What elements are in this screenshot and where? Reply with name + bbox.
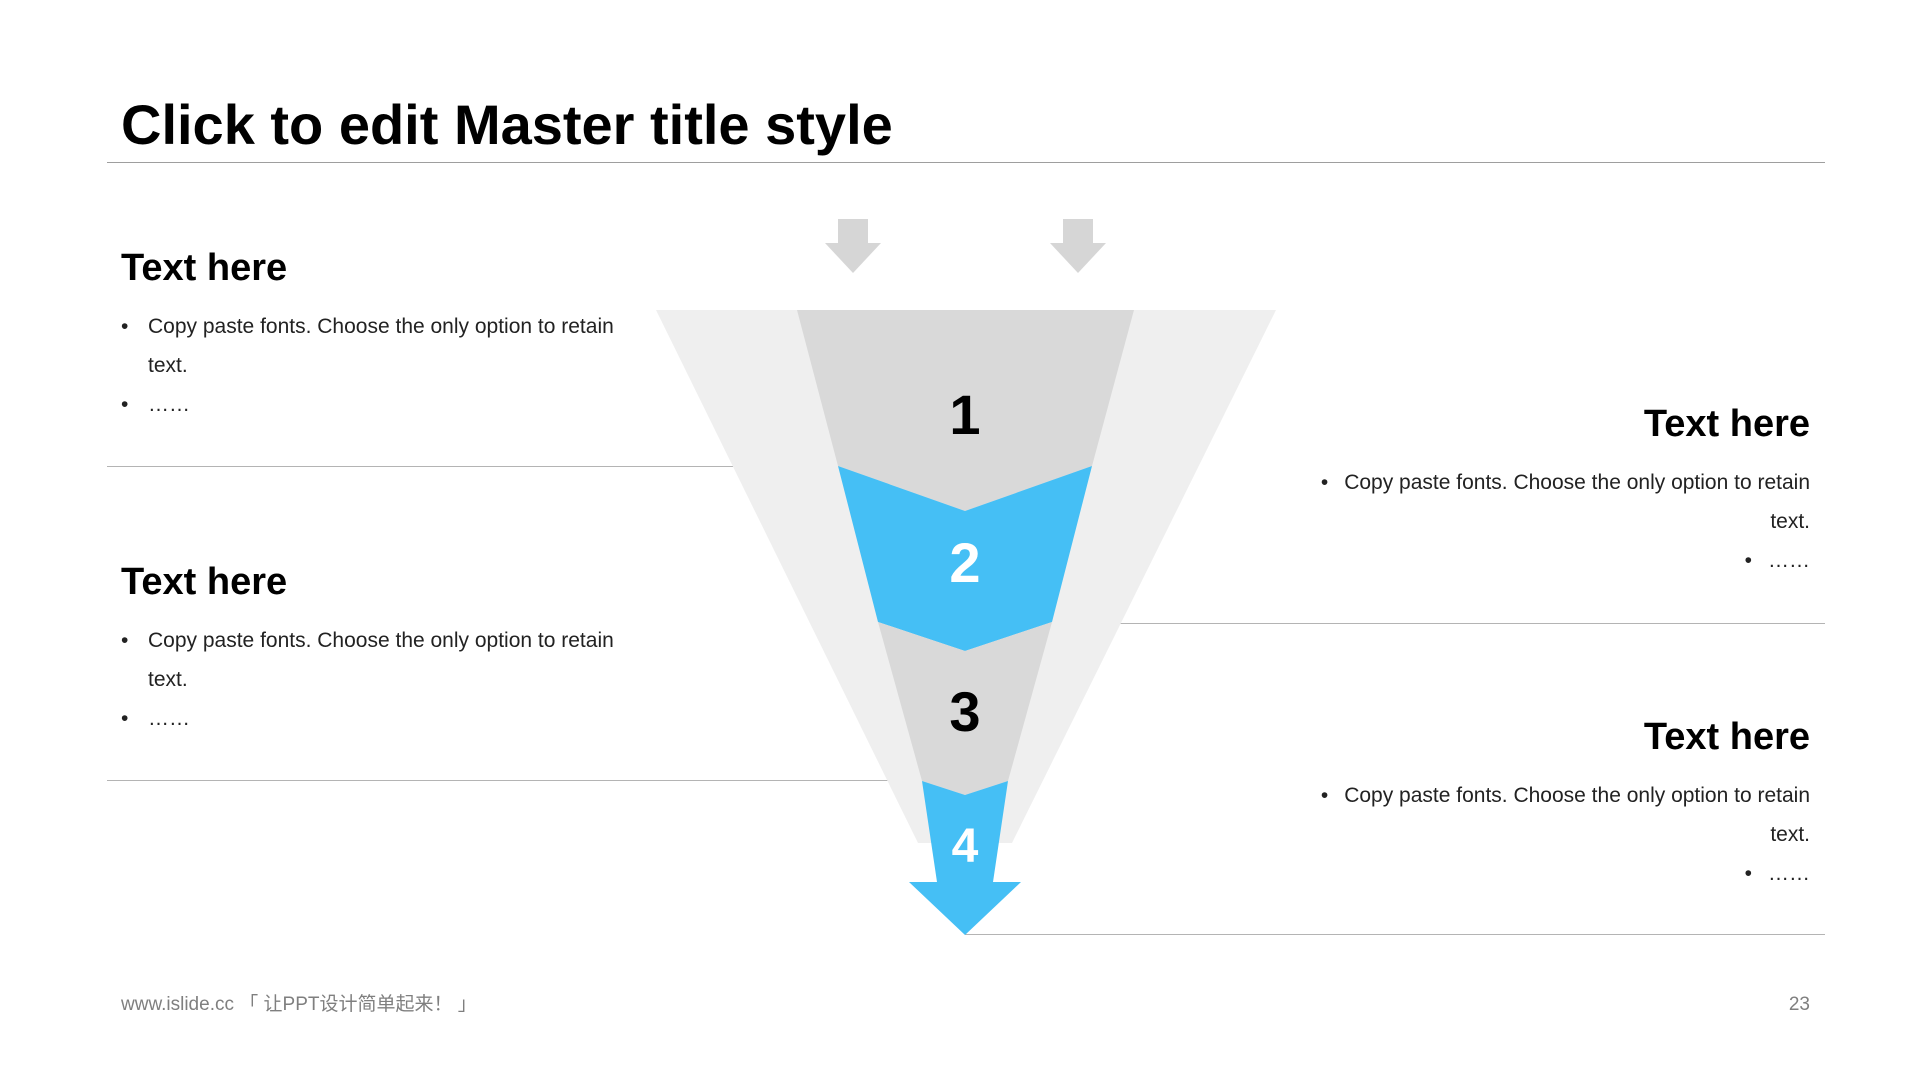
list-item-text: …… <box>148 393 190 416</box>
list-item-text: Copy paste fonts. Choose the only option… <box>148 629 614 691</box>
block-heading[interactable]: Text here <box>121 247 288 289</box>
list-item-text: …… <box>1768 862 1810 885</box>
bullet-dot-icon: • <box>1320 784 1329 807</box>
text-block-right-2: Text here • Copy paste fonts. Choose the … <box>1310 714 1810 893</box>
funnel-level-1-number: 1 <box>949 383 980 446</box>
bullet-dot-icon: • <box>121 629 129 652</box>
footer-text: www.islide.cc 「 让PPT设计简单起来！ 」 <box>121 994 477 1015</box>
bullet-dot-icon: • <box>121 707 129 730</box>
list-item[interactable]: • Copy paste fonts. Choose the only optio… <box>1310 463 1810 541</box>
arrow-down-icon <box>1050 219 1106 273</box>
slide-title[interactable]: Click to edit Master title style <box>121 93 893 156</box>
list-item[interactable]: • …… <box>1310 541 1810 580</box>
text-block-right-1: Text here • Copy paste fonts. Choose the … <box>1310 401 1810 580</box>
list-item-text: …… <box>148 707 190 730</box>
list-item-text: Copy paste fonts. Choose the only option… <box>1344 784 1810 846</box>
bullet-list: • Copy paste fonts. Choose the only optio… <box>1310 776 1810 893</box>
list-item-text: …… <box>1768 549 1810 572</box>
bullet-dot-icon: • <box>1744 549 1752 572</box>
list-item-text: Copy paste fonts. Choose the only option… <box>1344 471 1810 533</box>
text-block-left-2: Text here • Copy paste fonts. Choose the … <box>121 559 621 738</box>
funnel-level-2[interactable] <box>838 466 1092 651</box>
funnel-level-3[interactable] <box>878 622 1052 795</box>
bullet-dot-icon: • <box>121 393 129 416</box>
list-item-text: Copy paste fonts. Choose the only option… <box>148 315 614 377</box>
list-item[interactable]: • …… <box>121 385 621 424</box>
arrow-down-icon <box>825 219 881 273</box>
left-divider-2 <box>107 780 897 781</box>
bullet-dot-icon: • <box>1320 471 1329 494</box>
funnel-level-2-number: 2 <box>949 531 980 594</box>
right-divider-2 <box>965 934 1825 935</box>
page-number: 23 <box>1788 994 1810 1015</box>
bullet-dot-icon: • <box>121 315 129 338</box>
bullet-list: • Copy paste fonts. Choose the only optio… <box>121 621 621 738</box>
block-heading[interactable]: Text here <box>1643 716 1810 758</box>
bullet-list: • Copy paste fonts. Choose the only optio… <box>121 307 621 424</box>
title-divider <box>107 162 1825 163</box>
funnel-level-4-number: 4 <box>952 820 979 873</box>
list-item[interactable]: • Copy paste fonts. Choose the only optio… <box>121 621 621 699</box>
funnel-level-1[interactable] <box>797 310 1134 511</box>
list-item[interactable]: • …… <box>121 699 621 738</box>
list-item[interactable]: • …… <box>1310 854 1810 893</box>
funnel-level-3-number: 3 <box>949 680 980 743</box>
left-divider-1 <box>107 466 849 467</box>
funnel-level-4[interactable] <box>909 781 1021 935</box>
block-heading[interactable]: Text here <box>1643 403 1810 445</box>
right-divider-1 <box>1050 623 1825 624</box>
list-item[interactable]: • Copy paste fonts. Choose the only optio… <box>121 307 621 385</box>
text-block-left-1: Text here • Copy paste fonts. Choose the … <box>121 245 621 424</box>
bullet-dot-icon: • <box>1744 862 1752 885</box>
list-item[interactable]: • Copy paste fonts. Choose the only optio… <box>1310 776 1810 854</box>
block-heading[interactable]: Text here <box>121 561 288 603</box>
bullet-list: • Copy paste fonts. Choose the only optio… <box>1310 463 1810 580</box>
